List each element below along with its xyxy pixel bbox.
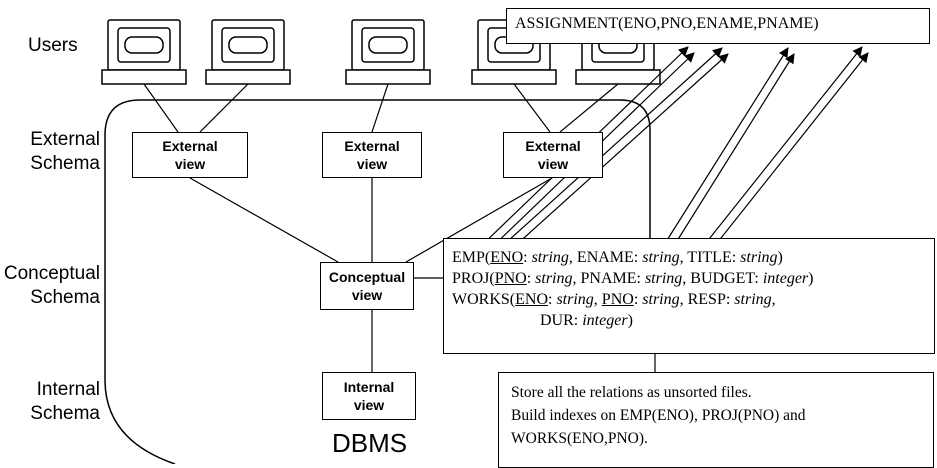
connector-ext3-conceptual [405,177,553,263]
internal-schema-line-3: WORKS(ENO,PNO). [511,430,648,447]
users-label: Users [28,35,78,56]
internal-schema-line-1: Store all the relations as unsorted file… [511,384,752,401]
connector-user4-ext3 [513,83,551,133]
relation-emp: EMP(ENO: string, ENAME: string, TITLE: s… [452,249,783,266]
dbms-label: DBMS [332,428,408,458]
assignment-relation-box: ASSIGNMENT(ENO,PNO,ENAME,PNAME) [506,8,930,44]
external-schema-label: External Schema [30,129,100,174]
conceptual-schema-box: EMP(ENO: string, ENAME: string, TITLE: s… [443,238,935,354]
relation-works: WORKS(ENO: string, PNO: string, RESP: st… [452,291,776,308]
connector-ext1-conceptual [189,177,339,263]
arrow-proj-pname-b [693,52,869,273]
connector-user2-ext1 [199,83,249,133]
internal-schema-line-2: Build indexes on EMP(ENO), PROJ(PNO) and [511,407,806,424]
arrow-proj-pno-b [483,53,729,275]
connector-user3-ext2 [371,83,389,133]
conceptual-schema-label: Conceptual Schema [3,263,100,308]
relation-proj: PROJ(PNO: string, PNAME: string, BUDGET:… [452,270,814,287]
internal-schema-box: Store all the relations as unsorted file… [498,372,934,468]
arrow-emp-ename-a [663,47,789,246]
relation-works-cont: DUR: integer) [540,312,633,329]
connector-user1-ext1 [143,83,179,133]
user-terminal-3 [345,19,431,85]
internal-schema-label: Internal Schema [30,379,100,424]
user-terminal-2 [205,19,291,85]
user-terminal-1 [101,19,187,85]
connector-user5-ext3 [559,83,619,133]
arrow-emp-ename-b [671,53,795,250]
dbms-boundary [104,99,651,464]
arrow-proj-pname-a [685,46,863,269]
